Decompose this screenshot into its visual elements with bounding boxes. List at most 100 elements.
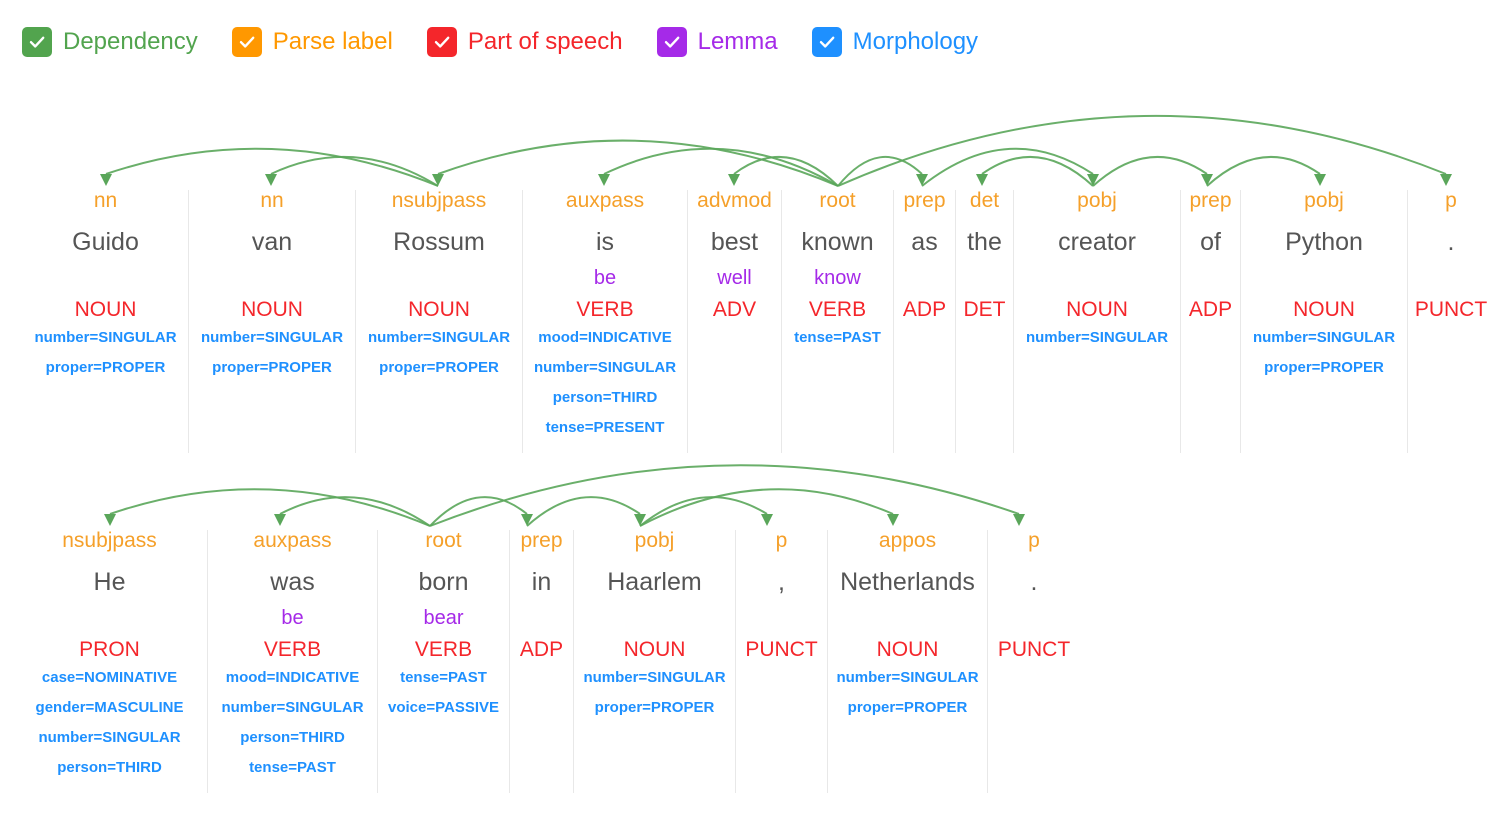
parse-label: pobj [1304,189,1344,212]
part-of-speech: NOUN [1066,298,1128,321]
parse-label: auxpass [565,189,645,212]
dependency-arc [733,155,839,187]
morphology-feature: proper=PROPER [847,699,968,716]
parse-label: nsubjpass [391,189,487,212]
token-word: . [1030,568,1038,596]
token-word: . [1447,228,1455,256]
dependency-arrowhead [761,514,773,526]
checkbox-checked-icon[interactable] [231,27,262,57]
morphology-feature: voice=PASSIVE [387,699,500,716]
token-lemma: well [717,267,752,289]
dependency-arc [429,464,1020,527]
legend-toggle-part-of-speech[interactable]: Part of speech [426,27,623,57]
token-lemma: be [281,607,304,629]
morphology-list: tense=PAST [794,330,881,360]
parse-label: auxpass [253,529,332,552]
token-word: as [911,228,938,256]
parse-label: prep [1189,189,1232,212]
checkbox-checked-icon[interactable] [22,27,52,57]
dependency-arc [639,488,894,527]
dependency-arc [270,155,439,187]
morphology-feature: mood=INDICATIVE [538,329,672,346]
parse-label: appos [878,529,937,552]
dependency-arc [603,147,839,187]
parse-label: p [1445,189,1457,212]
part-of-speech: VERB [576,298,634,321]
checkbox-checked-icon[interactable] [656,27,687,57]
morphology-feature: number=SINGULAR [221,699,364,716]
dependency-arrowhead [1440,174,1452,186]
part-of-speech: VERB [263,638,322,661]
token-column[interactable]: p. PUNCT [1408,190,1490,453]
dependency-arc [429,496,528,527]
dependency-arc [105,147,439,187]
morphology-feature: tense=PAST [400,669,487,686]
morphology-feature: mood=INDICATIVE [225,669,360,686]
legend-toggle-morphology[interactable]: Morphology [811,27,978,57]
token-lemma: know [814,267,861,289]
dependency-arc [1092,155,1208,187]
morphology-feature: proper=PROPER [594,699,715,716]
dependency-arcs-2 [104,464,1025,527]
checkbox-checked-icon[interactable] [811,27,842,57]
dependency-arrowhead [432,174,444,186]
token-column[interactable]: p,PUNCT [736,530,828,793]
parse-label: root [819,189,856,212]
morphology-feature: number=SINGULAR [38,729,181,746]
token-word: is [595,228,615,256]
parse-label: root [425,529,462,552]
token-column[interactable]: p.PUNCT [988,530,1080,793]
token-word: born [418,568,469,596]
dependency-arrowhead [1087,174,1099,186]
parse-label: nn [93,189,118,212]
morphology-feature: person=THIRD [57,759,162,776]
checkbox-checked-icon[interactable] [426,27,457,57]
dependency-arc [837,155,923,187]
display-options-legend: Dependency Parse label Part of speech Lemma… [22,22,1012,62]
dependency-arc [921,147,1094,187]
parse-label: pobj [634,529,675,552]
dependency-arrowhead [887,514,899,526]
legend-toggle-dependency[interactable]: Dependency [22,27,198,57]
part-of-speech: NOUN [1293,298,1355,321]
dependency-arrowhead [728,174,740,186]
parse-label: pobj [1077,189,1117,212]
morphology-feature: tense=PRESENT [545,419,665,436]
parse-label: p [775,529,788,552]
legend-toggle-parse-label[interactable]: Parse label [231,27,393,57]
legend-label: Dependency [63,28,198,55]
part-of-speech: DET [963,298,1006,321]
token-word: Rossum [393,228,485,256]
dependency-arc [837,114,1447,187]
part-of-speech: PUNCT [1414,298,1488,321]
parse-label: nsubjpass [62,529,157,552]
legend-toggle-lemma[interactable]: Lemma [656,27,778,57]
token-word: in [531,568,552,596]
morphology-feature: number=SINGULAR [367,329,511,346]
part-of-speech: NOUN [623,638,686,661]
morphology-feature: proper=PROPER [379,359,499,376]
